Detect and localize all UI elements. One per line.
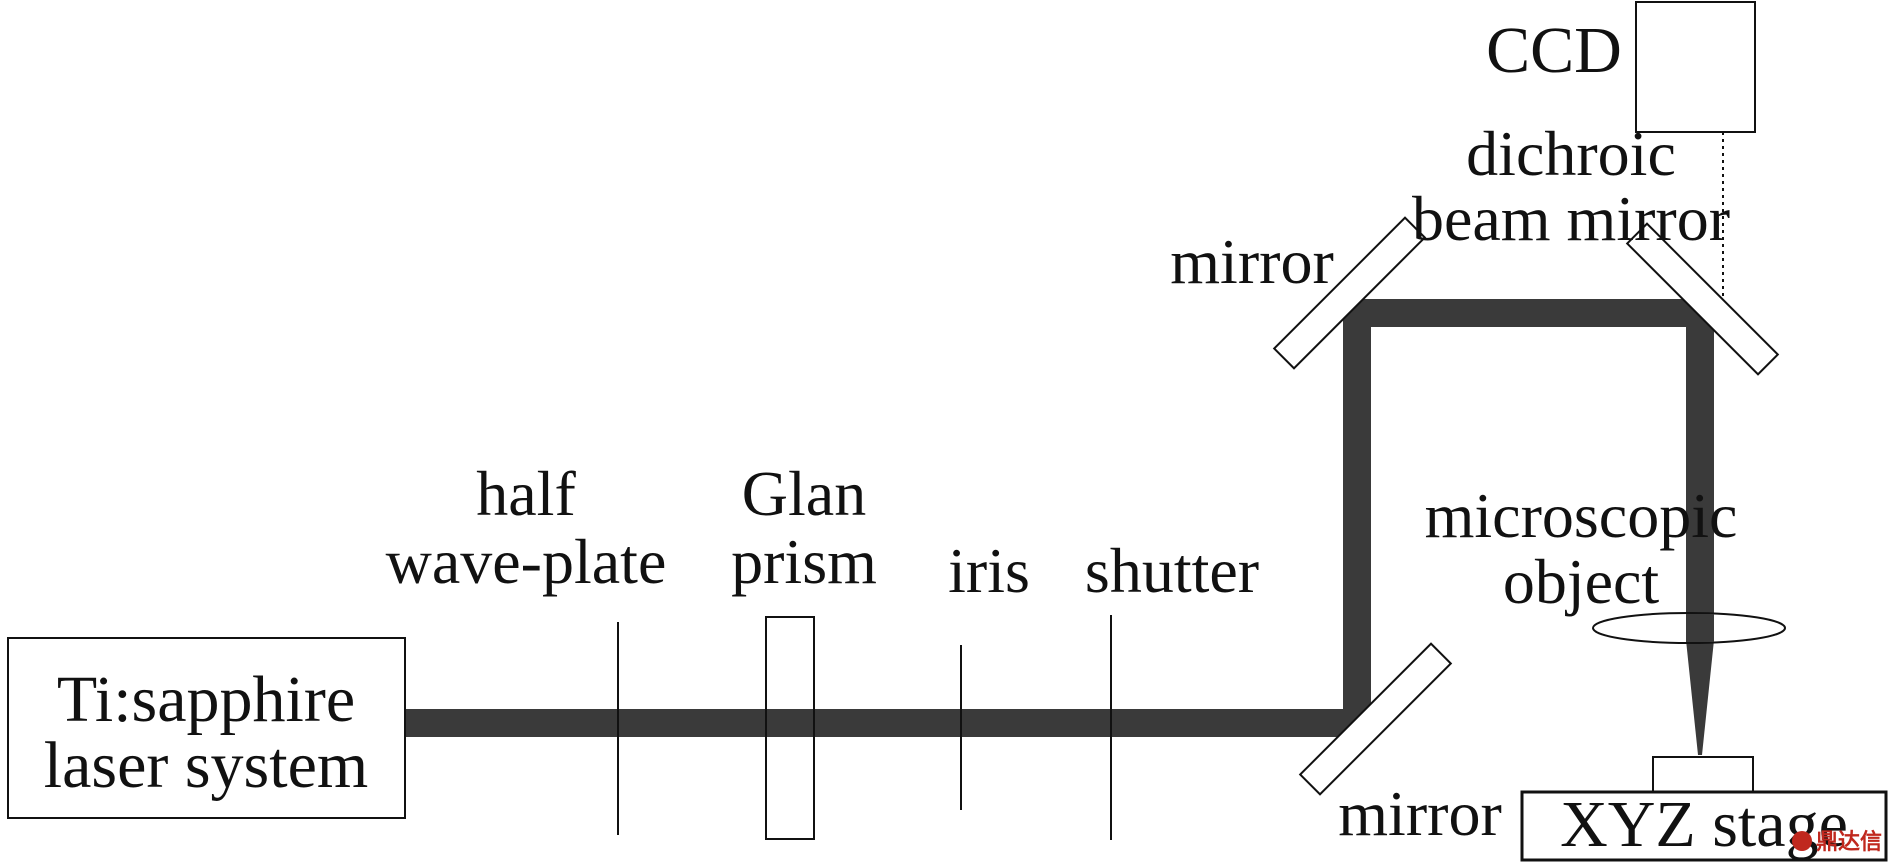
xyz-stage [1520,790,1888,862]
mirror-upper-label: mirror [1170,226,1334,297]
shutter-label: shutter [1085,535,1259,606]
mirror-lower-label: mirror [1338,778,1502,849]
mirror-upper [1272,216,1427,370]
laser-label-line1: Ti:sapphire [57,663,355,736]
sample [1652,756,1754,793]
beam-through-prism [767,709,813,737]
ccd-camera [1635,1,1756,133]
ccd-label: CCD [1486,14,1622,87]
laser-box [7,637,406,819]
objective-label-line2: object [1503,546,1660,617]
focused-beam-cone [1686,640,1714,755]
watermark-logo-icon [1792,831,1812,851]
dichroic-label-line2: beam mirror [1412,183,1730,254]
halfwave-label-line2: wave-plate [386,526,667,597]
glan-label-line1: Glan [742,458,866,529]
objective-label-line1: microscopic [1425,480,1738,551]
watermark: 鼎达信 [1792,829,1882,855]
mirror-lower [1298,642,1453,796]
laser-beam [391,299,1714,737]
dichroic-mirror [1625,222,1780,376]
watermark-text: 鼎达信 [1816,829,1882,855]
beam-through-lens [1686,614,1714,642]
laser-label-line2: laser system [44,729,368,802]
glan-label-line2: prism [731,526,877,597]
halfwave-label-line1: half [476,458,576,529]
iris-label: iris [948,535,1030,606]
